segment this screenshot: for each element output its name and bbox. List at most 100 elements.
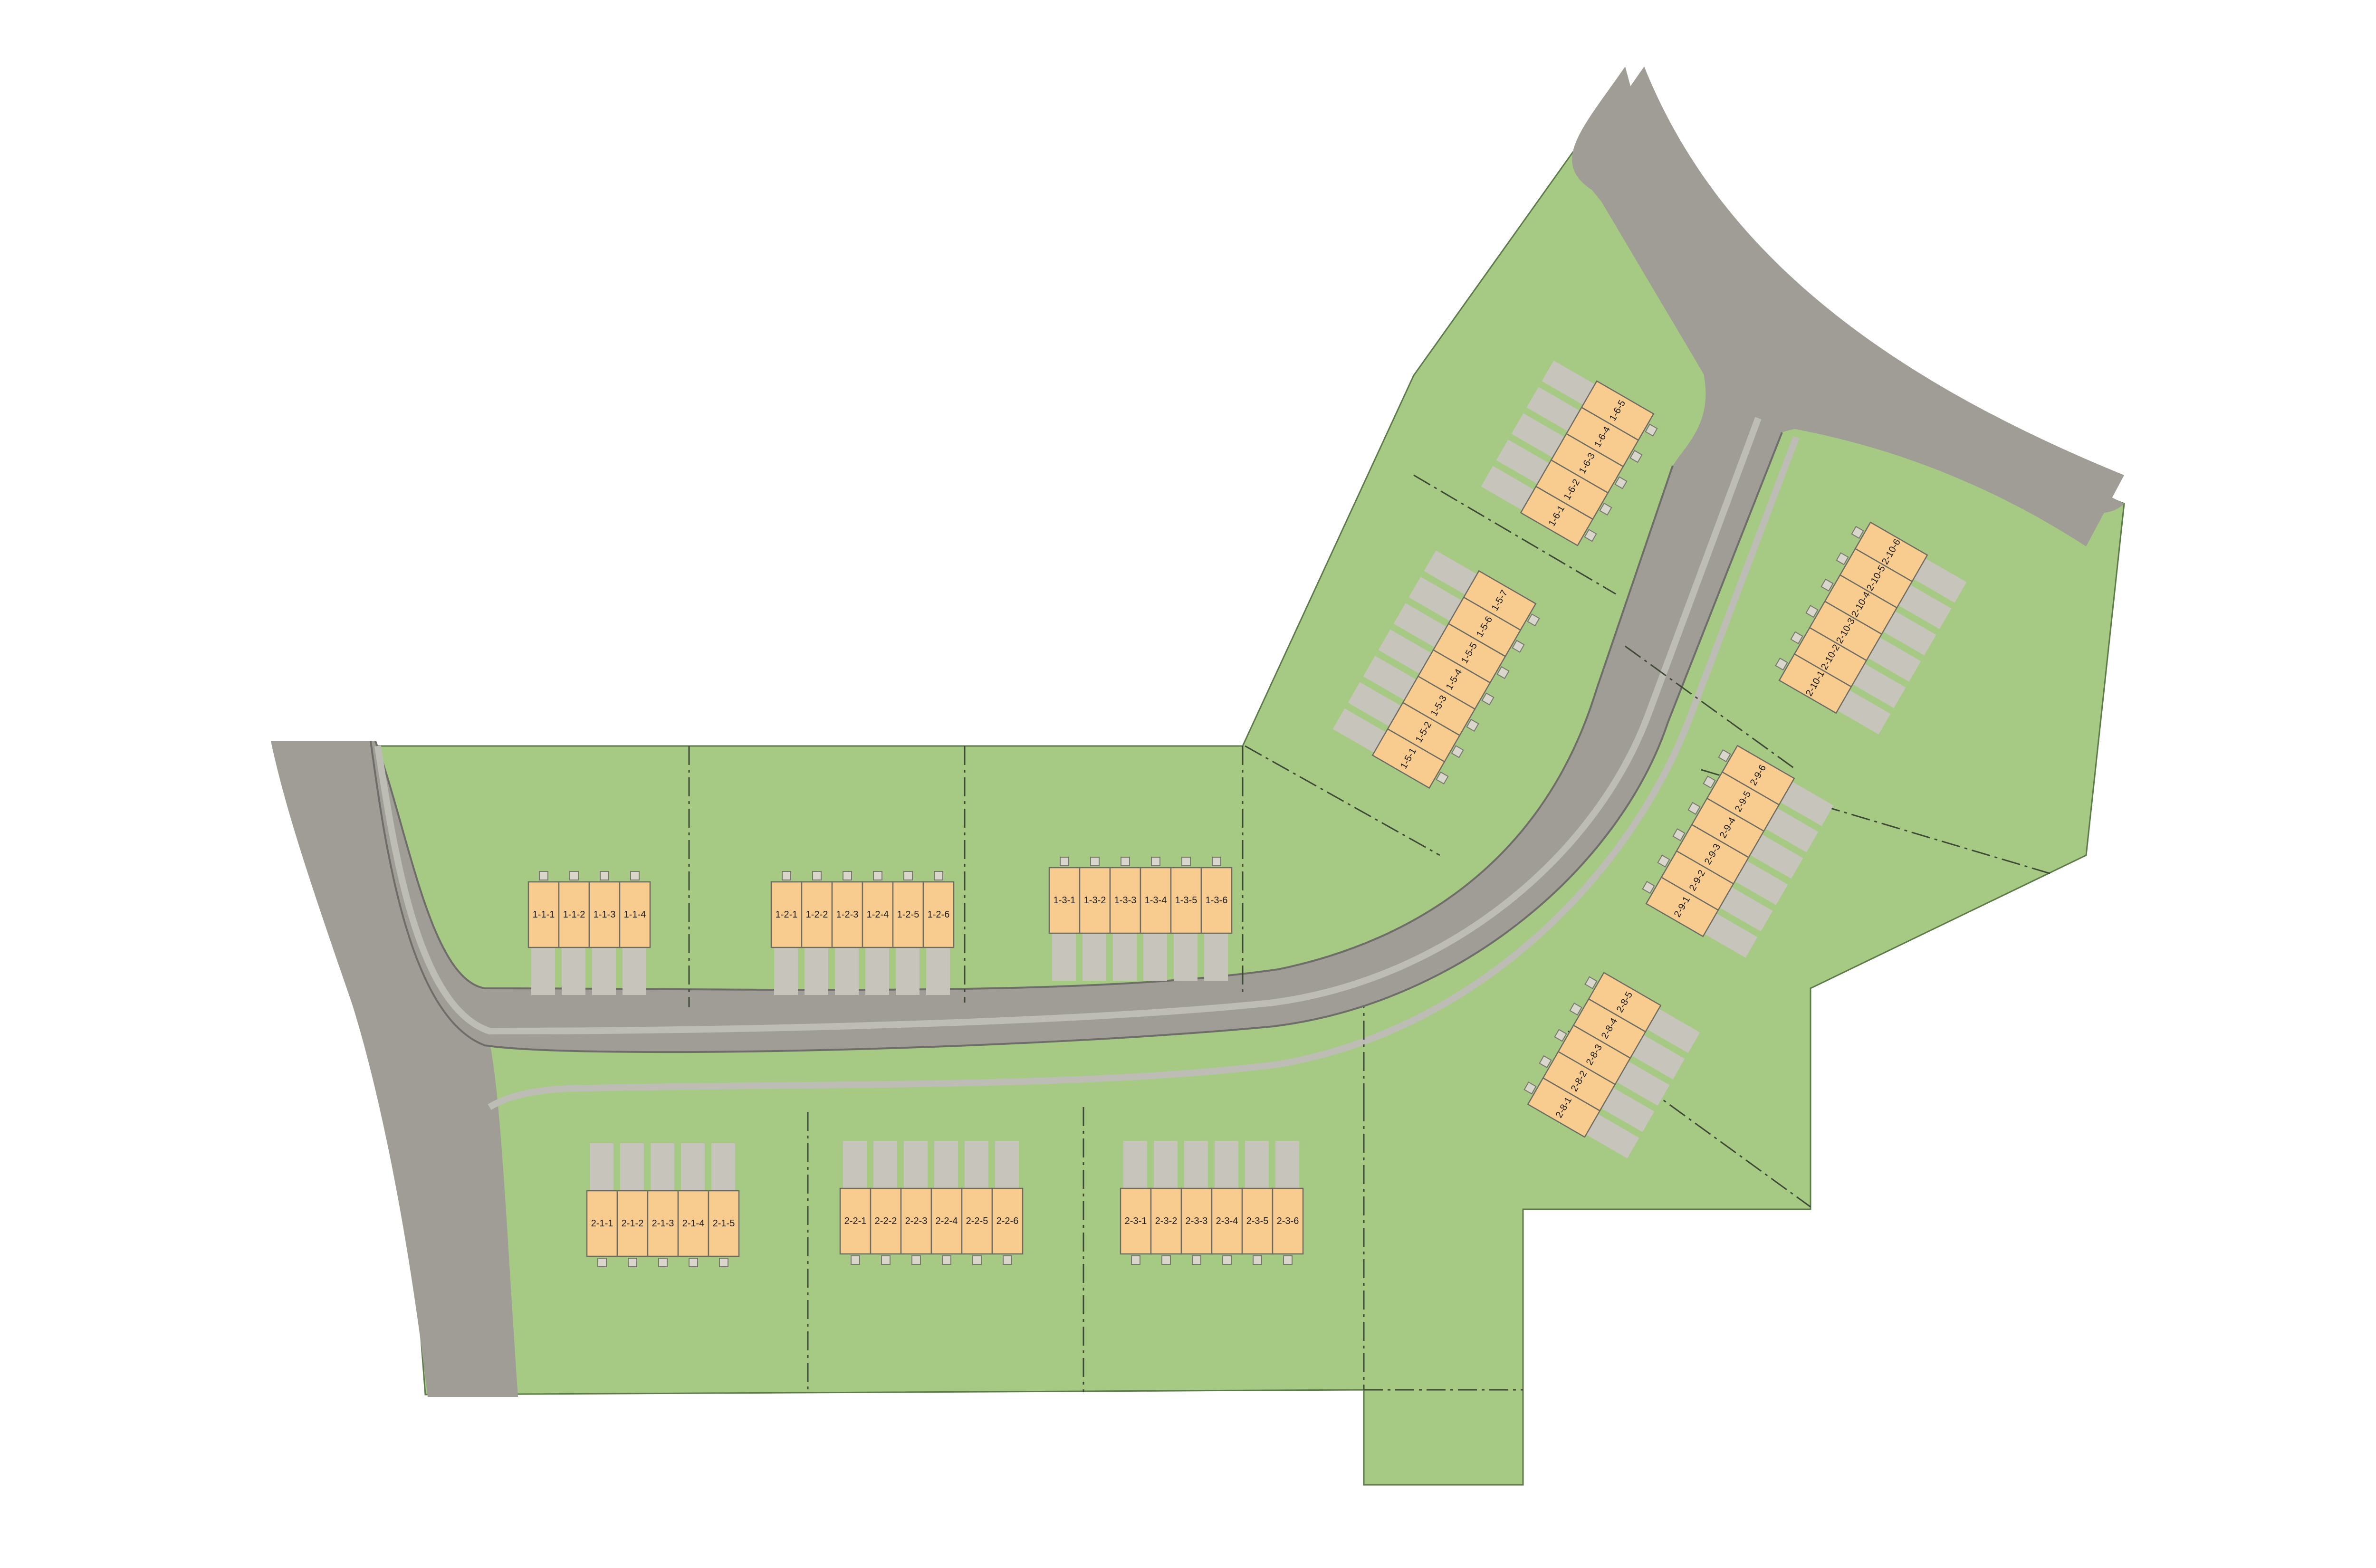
unit-1-1-1[interactable]: 1-1-1	[527, 881, 560, 948]
unit-2-1-4[interactable]: 2-1-4	[677, 1190, 709, 1257]
unit-footprint	[870, 1187, 902, 1255]
unit-2-3-3[interactable]: 2-3-3	[1180, 1187, 1213, 1255]
unit-1-6-3[interactable]: 1-6-3	[1550, 433, 1624, 494]
driveway	[1765, 808, 1819, 852]
unit-1-5-5[interactable]: 1-5-5	[1432, 622, 1506, 684]
driveway	[1083, 933, 1106, 981]
unit-1-2-1[interactable]: 1-2-1	[770, 881, 803, 948]
driveways-2-1	[590, 1143, 735, 1191]
unit-2-8-3[interactable]: 2-8-3	[1557, 1024, 1631, 1085]
driveway	[1586, 1114, 1639, 1158]
unit-2-10-6[interactable]: 2-10-6	[1854, 521, 1928, 583]
building-1-6: 1-6-11-6-21-6-31-6-41-6-5	[1481, 360, 1658, 546]
unit-1-1-2[interactable]: 1-1-2	[558, 881, 590, 948]
patio-marker	[1212, 857, 1221, 866]
unit-label: 2-1-4	[682, 1218, 705, 1229]
unit-1-2-6[interactable]: 1-2-6	[922, 881, 955, 948]
unit-1-5-2[interactable]: 1-5-2	[1387, 701, 1461, 763]
unit-2-1-1[interactable]: 2-1-1	[586, 1190, 618, 1257]
lot-line	[1625, 645, 1797, 771]
unit-2-8-4[interactable]: 2-8-4	[1572, 998, 1647, 1059]
unit-2-9-3[interactable]: 2-9-3	[1676, 823, 1750, 885]
unit-2-10-3[interactable]: 2-10-3	[1809, 600, 1883, 661]
unit-1-6-4[interactable]: 1-6-4	[1565, 406, 1639, 468]
patio-marker	[812, 871, 822, 880]
driveways-2-2	[843, 1141, 1019, 1188]
patio-marker	[873, 871, 882, 880]
unit-1-3-4[interactable]: 1-3-4	[1140, 867, 1172, 934]
unit-2-10-4[interactable]: 2-10-4	[1824, 574, 1898, 635]
patio-marker	[782, 871, 791, 880]
unit-2-2-3[interactable]: 2-2-3	[900, 1187, 932, 1255]
unit-1-3-6[interactable]: 1-3-6	[1200, 867, 1233, 934]
unit-2-3-5[interactable]: 2-3-5	[1241, 1187, 1274, 1255]
unit-1-1-3[interactable]: 1-1-3	[588, 881, 621, 948]
unit-1-6-1[interactable]: 1-6-1	[1520, 485, 1594, 546]
patio-marker	[934, 871, 943, 880]
driveway	[965, 1141, 988, 1188]
driveway	[711, 1143, 735, 1191]
unit-footprint	[1588, 972, 1662, 1033]
driveway	[590, 1143, 613, 1191]
patio-marker	[1003, 1255, 1012, 1265]
unit-1-5-7[interactable]: 1-5-7	[1463, 570, 1537, 631]
unit-2-10-5[interactable]: 2-10-5	[1839, 547, 1913, 609]
driveway	[1143, 933, 1167, 981]
unit-1-3-3[interactable]: 1-3-3	[1109, 867, 1141, 934]
patio-marker	[1481, 692, 1495, 706]
unit-footprint	[930, 1187, 963, 1255]
unit-2-1-2[interactable]: 2-1-2	[616, 1190, 649, 1257]
unit-footprint	[839, 1187, 872, 1255]
unit-1-3-1[interactable]: 1-3-1	[1048, 867, 1081, 934]
lot-line	[1413, 474, 1616, 595]
unit-2-9-1[interactable]: 2-9-1	[1645, 876, 1719, 937]
unit-2-2-2[interactable]: 2-2-2	[870, 1187, 902, 1255]
unit-label: 1-1-3	[594, 909, 616, 920]
driveway	[1424, 550, 1477, 595]
unit-label: 1-3-4	[1145, 895, 1167, 906]
unit-2-1-3[interactable]: 2-1-3	[647, 1190, 679, 1257]
unit-1-1-4[interactable]: 1-1-4	[619, 881, 651, 948]
unit-2-10-2[interactable]: 2-10-2	[1793, 627, 1868, 688]
unit-2-3-2[interactable]: 2-3-2	[1150, 1187, 1182, 1255]
patio-marker	[597, 1258, 607, 1267]
patio-marker	[600, 871, 609, 880]
unit-2-2-4[interactable]: 2-2-4	[930, 1187, 963, 1255]
unit-1-3-2[interactable]: 1-3-2	[1079, 867, 1111, 934]
unit-2-9-4[interactable]: 2-9-4	[1691, 797, 1765, 859]
unit-1-2-4[interactable]: 1-2-4	[862, 881, 894, 948]
unit-2-2-6[interactable]: 2-2-6	[991, 1187, 1024, 1255]
driveway	[805, 947, 828, 995]
patio-marker	[1512, 640, 1525, 653]
patio-marker	[1703, 775, 1716, 789]
driveway	[1719, 887, 1773, 932]
unit-1-6-5[interactable]: 1-6-5	[1581, 380, 1655, 441]
unit-1-3-5[interactable]: 1-3-5	[1170, 867, 1202, 934]
unit-2-3-6[interactable]: 2-3-6	[1272, 1187, 1304, 1255]
unit-1-2-3[interactable]: 1-2-3	[831, 881, 863, 948]
unit-2-9-6[interactable]: 2-9-6	[1721, 745, 1795, 806]
unit-2-3-4[interactable]: 2-3-4	[1211, 1187, 1243, 1255]
driveways-1-6	[1481, 360, 1595, 510]
driveway	[835, 947, 859, 995]
unit-2-1-5[interactable]: 2-1-5	[708, 1190, 740, 1257]
unit-2-8-5[interactable]: 2-8-5	[1588, 972, 1662, 1033]
unit-1-5-3[interactable]: 1-5-3	[1402, 675, 1476, 736]
unit-2-3-1[interactable]: 2-3-1	[1120, 1187, 1152, 1255]
driveway	[1913, 558, 1967, 603]
patio-marker	[658, 1258, 668, 1267]
unit-2-9-5[interactable]: 2-9-5	[1706, 771, 1780, 832]
unit-1-2-5[interactable]: 1-2-5	[892, 881, 924, 948]
driveway	[1052, 933, 1076, 981]
unit-2-10-1[interactable]: 2-10-1	[1778, 653, 1852, 714]
driveway	[1526, 387, 1580, 431]
unit-2-8-1[interactable]: 2-8-1	[1527, 1077, 1601, 1138]
patio-marker	[1090, 857, 1100, 866]
patio-marker	[1775, 657, 1788, 671]
driveway	[843, 1141, 867, 1188]
driveway	[562, 947, 585, 995]
unit-2-2-5[interactable]: 2-2-5	[961, 1187, 993, 1255]
unit-2-2-1[interactable]: 2-2-1	[839, 1187, 872, 1255]
unit-1-2-2[interactable]: 1-2-2	[801, 881, 833, 948]
